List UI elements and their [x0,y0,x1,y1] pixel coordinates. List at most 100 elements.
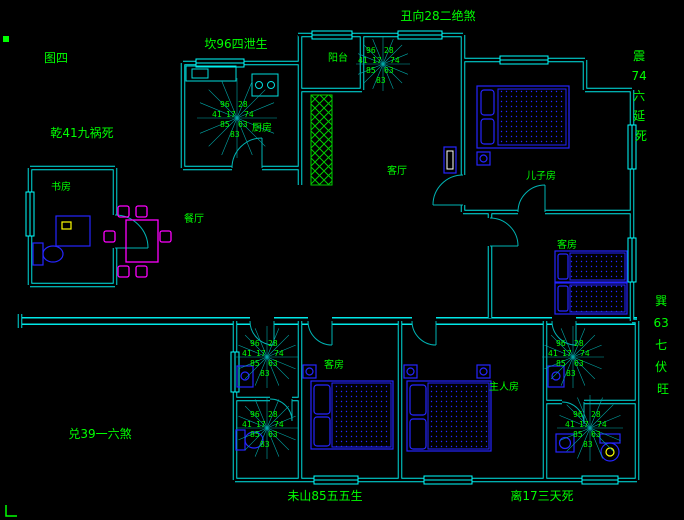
fan-number: 41 [565,420,575,429]
bathroom-right-fixtures [547,365,621,462]
fan-number: 74 [597,420,607,429]
fan-number: 74 [274,420,284,429]
room-label-guest-right: 客房 [557,238,577,251]
fan-number: 41 [358,56,368,65]
window [627,237,637,283]
room-label-study: 书房 [51,180,71,193]
guest-right-beds [554,250,628,315]
room-label-dining: 餐厅 [184,212,204,225]
room-label-master: 主人房 [489,380,519,393]
fan-number: 28 [591,410,601,419]
fan-number: 85 [573,430,583,439]
fan-number: 17 [256,420,266,429]
study-desk [55,215,91,247]
figure-label: 图四 [44,51,68,65]
fan-number: 85 [220,120,230,129]
window [195,58,245,68]
fan-number: 17 [226,110,236,119]
windows-layer [25,30,637,485]
fan-number: 83 [230,130,240,139]
window [313,475,359,485]
room-label-son: 儿子房 [526,169,556,182]
plant-cabinet [310,94,333,186]
window [25,191,35,237]
fan-number: 63 [268,359,278,368]
fan-number: 96 [556,339,566,348]
fan-number: 17 [579,420,589,429]
fan-number: 85 [366,66,376,75]
fan-number: 85 [556,359,566,368]
fan-number: 28 [238,100,248,109]
tv-set [443,146,457,174]
annotation-top-left: 坎96四泄生 [204,37,267,51]
fan-number: 28 [384,46,394,55]
fan-number: 28 [268,410,278,419]
annotation-bottom-right: 离17三天死 [510,488,573,503]
fan-number: 17 [372,56,382,65]
room-label-kitchen: 厨房 [252,121,272,134]
fan-number: 63 [591,430,601,439]
annotations-layer: 图四 坎96四泄生 丑向28二绝煞 乾41九祸死 兑39一六煞 未山85五五生 … [44,8,672,503]
room-label-balcony: 阳台 [328,51,348,64]
room-label-guest-bottom: 客房 [324,358,344,371]
window [581,475,619,485]
fan-number: 74 [274,349,284,358]
fan-number: 83 [566,369,576,378]
dining-set [103,205,172,278]
fan-number: 96 [220,100,230,109]
window [311,30,353,40]
annotation-right-top: 震 74 六 延 死 [631,49,650,143]
annotation-left: 乾41九祸死 [50,125,113,140]
fan-number: 85 [250,430,260,439]
fan-number: 17 [256,349,266,358]
fan-number: 96 [250,410,260,419]
fan-number: 41 [242,349,252,358]
annotation-top-center: 丑向28二绝煞 [400,8,475,23]
ucs-mark [3,36,17,517]
fan-number: 96 [366,46,376,55]
fan-number: 28 [574,339,584,348]
fan-number: 41 [212,110,222,119]
annotation-bottom-center: 未山85五五生 [287,489,362,503]
doors-layer [114,137,585,425]
fan-number: 63 [268,430,278,439]
fan-number: 83 [260,369,270,378]
window [230,351,240,393]
fan-number: 74 [390,56,400,65]
room-label-living: 客厅 [387,164,407,177]
fan-number: 83 [376,76,386,85]
fan-number: 63 [238,120,248,129]
fan-number: 74 [580,349,590,358]
window [499,55,549,65]
fan-number: 96 [573,410,583,419]
window [627,124,637,170]
room-labels-layer: 厨房 阳台 客厅 餐厅 书房 儿子房 客房 客房 主人房 [51,51,577,393]
guest-bottom-bed [302,364,394,450]
annotation-right-bottom: 巽 63 七 伏 旺 [653,294,672,396]
son-bed [476,85,570,166]
fan-number: 28 [268,339,278,348]
window [423,475,473,485]
fan-number: 96 [250,339,260,348]
fan-number: 83 [583,440,593,449]
fan-number: 83 [260,440,270,449]
fan-number: 41 [548,349,558,358]
master-bed [403,364,492,452]
fan-number: 85 [250,359,260,368]
annotation-bottom-left: 兑39一六煞 [68,427,131,441]
fan-number: 63 [574,359,584,368]
fan-number: 63 [384,66,394,75]
fan-number: 41 [242,420,252,429]
fan-number: 17 [562,349,572,358]
kitchen-counter [185,65,279,97]
study-toilet [32,242,64,266]
